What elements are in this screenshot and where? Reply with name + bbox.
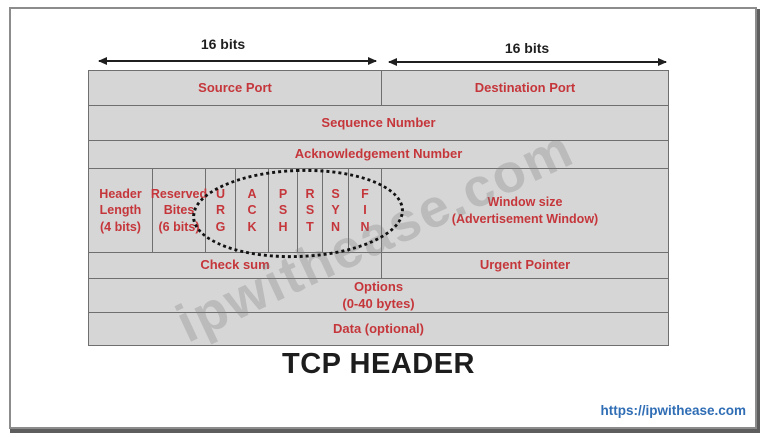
row-ports: Source Port Destination Port (88, 70, 669, 106)
field-flag-fin: F I N (349, 169, 382, 252)
field-options: Options (0-40 bytes) (342, 279, 415, 311)
field-data-optional: Data (optional) (333, 320, 424, 336)
diagram-title: TCP HEADER (282, 348, 475, 380)
field-sequence-number: Sequence Number (321, 114, 436, 130)
field-flag-psh: P S H (269, 169, 298, 252)
double-arrow-icon (388, 58, 667, 66)
field-acknowledgement-number: Acknowledgement Number (294, 146, 463, 162)
field-header-length: Header Length (4 bits) (89, 169, 153, 252)
field-flag-rst: R S T (298, 169, 323, 252)
field-flag-urg: U R G (206, 169, 236, 252)
field-flag-syn: S Y N (323, 169, 349, 252)
row-acknowledgement-number: Acknowledgement Number (88, 140, 669, 169)
row-sequence-number: Sequence Number (88, 105, 669, 141)
field-destination-port: Destination Port (474, 79, 576, 95)
double-arrow-icon (98, 57, 377, 65)
field-reserved-bits: Reserved Bites (6 bits) (151, 169, 207, 252)
row-options: Options (0-40 bytes) (88, 278, 669, 313)
row-data: Data (optional) (88, 312, 669, 346)
bit-width-label-right: 16 bits (504, 40, 550, 56)
field-urgent-pointer: Urgent Pointer (479, 257, 571, 273)
field-checksum: Check sum (89, 253, 382, 278)
field-flag-ack: A C K (236, 169, 269, 252)
row-checksum: Check sum Urgent Pointer (88, 252, 669, 279)
website-url: https://ipwithease.com (600, 403, 746, 418)
bit-width-label-left: 16 bits (200, 36, 246, 52)
row-flags: Header Length (4 bits) Reserved Bites (6… (88, 168, 669, 253)
field-window-size: Window size (Advertisement Window) (451, 195, 599, 226)
field-source-port: Source Port (89, 71, 382, 105)
